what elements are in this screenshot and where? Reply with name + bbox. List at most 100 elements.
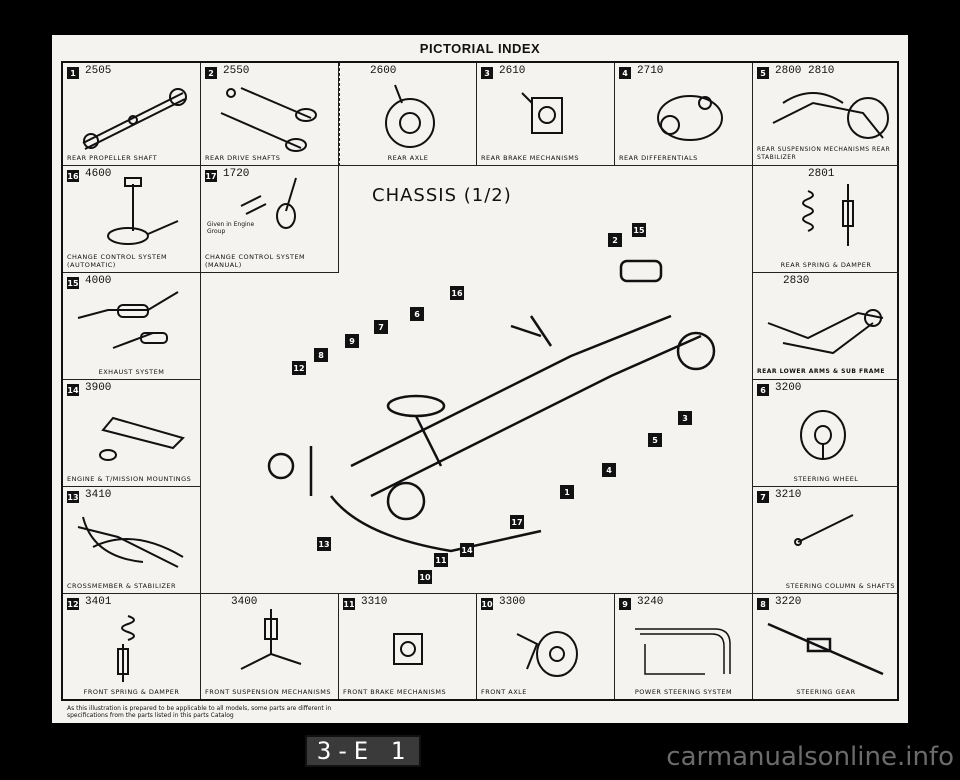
part-caption: CHANGE CONTROL SYSTEM (MANUAL): [205, 253, 306, 269]
cell-front-brake[interactable]: 11 3310 FRONT BRAKE MECHANISMS: [339, 594, 477, 699]
part-caption: REAR PROPELLER SHAFT: [67, 154, 158, 162]
part-code: 2801: [808, 168, 835, 180]
pictorial-grid: 1 2505 REAR PROPELLER SHAFT 2 2550 REAR …: [61, 61, 899, 701]
cell-exhaust-system[interactable]: 15 4000 EXHAUST SYSTEM: [63, 273, 201, 380]
callout-15[interactable]: 15: [632, 223, 646, 237]
callout-6[interactable]: 6: [410, 307, 424, 321]
mountings-drawing: [99, 416, 185, 461]
rear-brake-drawing: [521, 92, 563, 134]
crossmember-drawing: [77, 516, 184, 568]
rear-axle-drawing: [385, 84, 435, 148]
cell-change-control-auto[interactable]: 16 4600 CHANGE CONTROL SYSTEM (AUTOMATIC…: [63, 166, 201, 273]
front-brake-drawing: [393, 633, 423, 665]
part-code: 3310: [361, 596, 388, 608]
callout-4[interactable]: 4: [602, 463, 616, 477]
callout-14[interactable]: 14: [460, 543, 474, 557]
shifter-manual-drawing: [240, 177, 297, 229]
part-caption: STEERING WHEEL: [793, 475, 859, 483]
cell-front-suspension[interactable]: 3400 FRONT SUSPENSION MECHANISMS: [201, 594, 339, 699]
cell-engine-mountings[interactable]: 14 3900 ENGINE & T/MISSION MOUNTINGS: [63, 380, 201, 487]
cell-power-steering[interactable]: 9 3240 POWER STEERING SYSTEM: [615, 594, 753, 699]
steering-gear-drawing: [767, 622, 884, 676]
callout-12[interactable]: 12: [292, 361, 306, 375]
lower-arms-drawing: [767, 309, 884, 355]
index-badge: 3: [481, 67, 493, 79]
index-badge: 15: [67, 277, 79, 289]
steering-wheel-drawing: [800, 410, 846, 460]
cell-change-control-manual[interactable]: 17 1720 Given in Engine Group CHANGE CON…: [201, 166, 339, 273]
callout-13[interactable]: 13: [317, 537, 331, 551]
part-code: 3300: [499, 596, 526, 608]
chassis-drawing: [267, 259, 716, 553]
index-badge: 1: [67, 67, 79, 79]
front-spring-drawing: [117, 615, 135, 682]
watermark: carmanualsonline.info: [666, 742, 954, 772]
cell-rear-brake-mechanisms[interactable]: 3 2610 REAR BRAKE MECHANISMS: [477, 63, 615, 166]
callout-9[interactable]: 9: [345, 334, 359, 348]
cell-rear-drive-shafts[interactable]: 2 2550 REAR DRIVE SHAFTS: [201, 63, 339, 166]
steering-column-drawing: [794, 514, 854, 546]
part-code: 2600: [370, 65, 397, 77]
part-code: 2710: [637, 65, 664, 77]
part-code: 4600: [85, 168, 112, 180]
cell-steering-gear[interactable]: 8 3220 STEERING GEAR: [753, 594, 899, 699]
callout-1[interactable]: 1: [560, 485, 574, 499]
page-title: PICTORIAL INDEX: [419, 41, 541, 56]
callout-16[interactable]: 16: [450, 286, 464, 300]
exhaust-drawing: [77, 291, 179, 349]
index-badge: 7: [757, 491, 769, 503]
cell-steering-wheel[interactable]: 6 3200 STEERING WHEEL: [753, 380, 899, 487]
part-caption: REAR SUSPENSION MECHANISMS REAR STABILIZ…: [757, 146, 891, 161]
cell-front-axle[interactable]: 10 3300 FRONT AXLE: [477, 594, 615, 699]
index-badge: 13: [67, 491, 79, 503]
index-badge: 2: [205, 67, 217, 79]
cell-rear-differentials[interactable]: 4 2710 REAR DIFFERENTIALS: [615, 63, 753, 166]
index-badge: 8: [757, 598, 769, 610]
index-badge: 12: [67, 598, 79, 610]
part-caption: FRONT BRAKE MECHANISMS: [343, 688, 447, 696]
index-badge: 6: [757, 384, 769, 396]
cell-rear-lower-arms[interactable]: 2830 REAR LOWER ARMS & SUB FRAME: [753, 273, 899, 380]
part-code: 3401: [85, 596, 112, 608]
front-suspension-drawing: [240, 609, 302, 670]
part-code: 2830: [783, 275, 810, 287]
propeller-shaft-drawing: [82, 88, 187, 150]
part-code: 2505: [85, 65, 112, 77]
part-caption: STEERING GEAR: [796, 688, 856, 696]
part-caption: FRONT SPRING & DAMPER: [83, 688, 180, 696]
part-caption: REAR DIFFERENTIALS: [619, 154, 698, 162]
part-caption: POWER STEERING SYSTEM: [634, 688, 733, 696]
part-caption: REAR AXLE: [387, 154, 429, 162]
callout-5[interactable]: 5: [648, 433, 662, 447]
engine-group-note: Given in Engine Group: [207, 221, 255, 235]
callout-8[interactable]: 8: [314, 348, 328, 362]
shifter-auto-drawing: [107, 177, 179, 245]
part-caption: FRONT AXLE: [481, 688, 527, 696]
cell-rear-spring-damper[interactable]: 2801 REAR SPRING & DAMPER: [753, 166, 899, 273]
part-caption: CHANGE CONTROL SYSTEM (AUTOMATIC): [67, 253, 168, 269]
part-code: 3240: [637, 596, 664, 608]
page-number: 3-E 1: [305, 735, 421, 767]
cell-rear-suspension[interactable]: 5 2800 2810 REAR SUSPENSION MECHANISMS R…: [753, 63, 899, 166]
callout-17[interactable]: 17: [510, 515, 524, 529]
cell-rear-propeller-shaft[interactable]: 1 2505 REAR PROPELLER SHAFT: [63, 63, 201, 166]
part-code: 3220: [775, 596, 802, 608]
rear-suspension-drawing: [772, 92, 889, 139]
callout-7[interactable]: 7: [374, 320, 388, 334]
cell-rear-axle[interactable]: 2600 REAR AXLE: [339, 63, 477, 166]
part-code: 1720: [223, 168, 250, 180]
callout-3[interactable]: 3: [678, 411, 692, 425]
cell-front-spring-damper[interactable]: 12 3401 FRONT SPRING & DAMPER: [63, 594, 201, 699]
part-code: 3900: [85, 382, 112, 394]
cell-steering-column[interactable]: 7 3210 STEERING COLUMN & SHAFTS: [753, 487, 899, 594]
callout-11[interactable]: 11: [434, 553, 448, 567]
part-code: 2610: [499, 65, 526, 77]
index-badge: 9: [619, 598, 631, 610]
cell-crossmember[interactable]: 13 3410 CROSSMEMBER & STABILIZER: [63, 487, 201, 594]
part-caption: FRONT SUSPENSION MECHANISMS: [205, 688, 331, 696]
part-code: 4000: [85, 275, 112, 287]
callout-2[interactable]: 2: [608, 233, 622, 247]
part-code: 2800 2810: [775, 65, 835, 77]
callout-10[interactable]: 10: [418, 570, 432, 584]
